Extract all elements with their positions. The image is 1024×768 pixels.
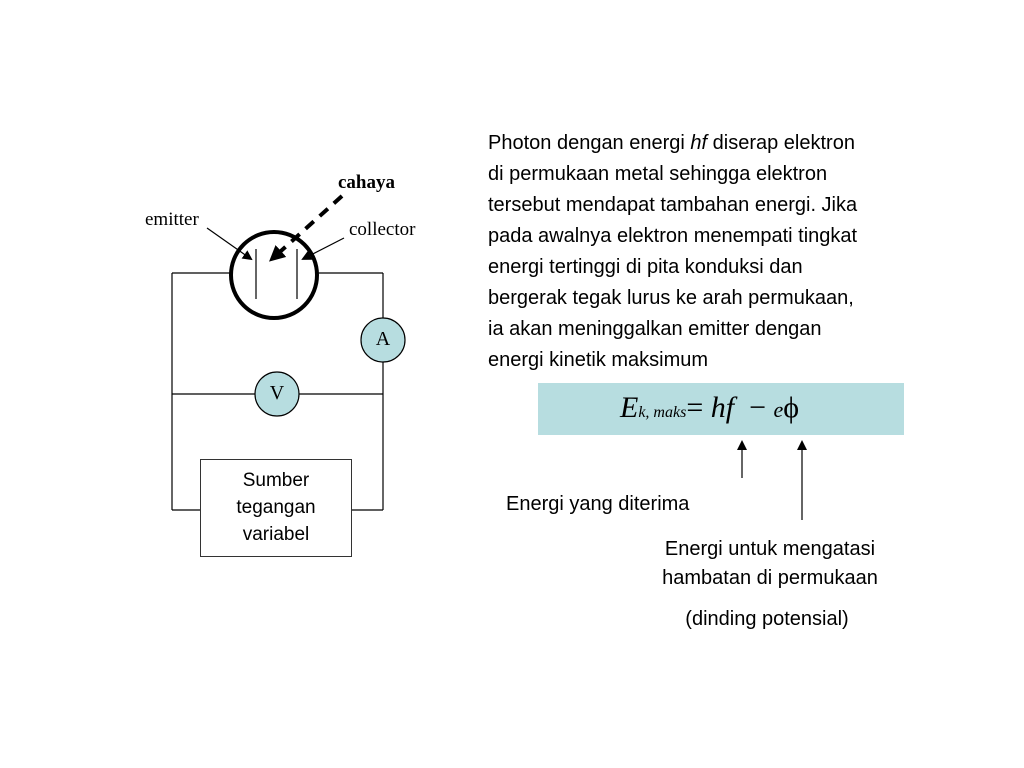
formula-phi: ϕ: [783, 391, 800, 424]
emitter-pointer: [206, 227, 253, 261]
formula-subscript: k, maks: [638, 404, 687, 421]
paragraph-text: Photon dengan energi: [488, 132, 691, 154]
paragraph-line: energi kinetik maksimum: [488, 349, 709, 371]
paragraph-line: energi tertinggi di pita konduksi dan: [488, 256, 803, 278]
source-line: tegangan: [236, 497, 316, 518]
paragraph-line: bergerak tegak lurus ke arah permukaan,: [488, 287, 854, 309]
collector-label: collector: [349, 219, 416, 240]
kinetic-energy-formula: Ek, maks= hf − eϕ: [620, 390, 799, 431]
barrier-caption-line3: (dinding potensial): [685, 608, 849, 630]
ammeter-label: A: [375, 328, 391, 350]
circuit-wires: [171, 272, 384, 511]
emitter-label: emitter: [145, 209, 199, 230]
source-line: Sumber: [242, 470, 310, 491]
paragraph-line: ia akan meninggalkan emitter dengan: [488, 318, 822, 340]
formula-minus: −: [749, 391, 766, 424]
formula-hf: hf: [710, 391, 735, 424]
formula-equals: =: [686, 391, 704, 424]
formula-box: Ek, maks= hf − eϕ: [538, 383, 904, 435]
paragraph-line: di permukaan metal sehingga elektron: [488, 163, 828, 185]
hf-symbol: hf: [690, 132, 708, 154]
source-line: variabel: [242, 524, 310, 545]
ammeter-circle: [360, 317, 406, 363]
barrier-caption-line1: Energi untuk mengatasi: [664, 538, 876, 560]
variable-voltage-source: Sumber tegangan variabel: [200, 459, 352, 557]
barrier-caption-line2: hambatan di permukaan: [662, 567, 878, 589]
paragraph-line: tersebut mendapat tambahan energi. Jika: [488, 194, 858, 216]
paragraph-text: diserap elektron: [707, 132, 855, 154]
voltmeter-label: V: [269, 382, 285, 404]
received-energy-caption: Energi yang diterima: [506, 493, 690, 515]
phototube-circle: [229, 230, 319, 320]
collector-pointer: [301, 237, 345, 260]
formula-e: e: [773, 397, 784, 422]
paragraph-line: pada awalnya elektron menempati tingkat: [488, 225, 858, 247]
paragraph-line: Photon dengan energi hf diserap elektron: [488, 128, 968, 159]
explanation-paragraph: Photon dengan energi hf diserap elektron…: [488, 128, 968, 376]
light-label: cahaya: [338, 172, 395, 193]
light-beam-arrow: [269, 194, 344, 262]
voltmeter-circle: [254, 371, 300, 417]
formula-E: E: [620, 391, 639, 424]
